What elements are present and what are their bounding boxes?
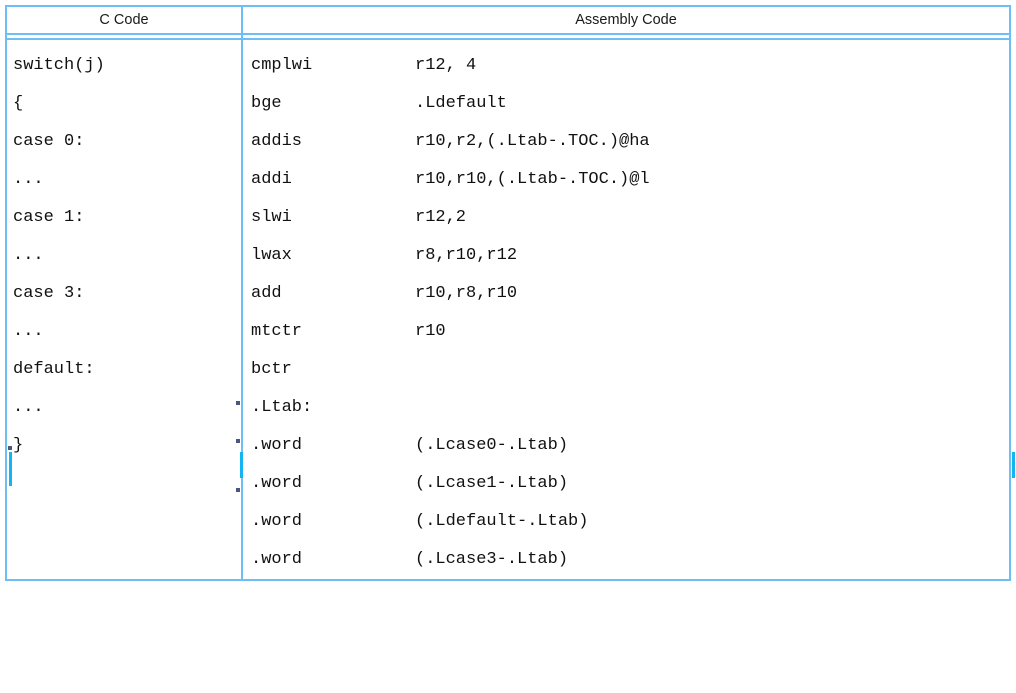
c-code-line: ... [13, 322, 44, 341]
c-code-line: ... [13, 398, 44, 417]
assembly-mnemonic: mtctr [251, 322, 303, 341]
assembly-line: addi r10,r10,(.Ltab-.TOC.)@l [243, 161, 1009, 199]
assembly-line: mtctr r10 [243, 313, 1009, 351]
assembly-mnemonic: bge [251, 94, 282, 113]
assembly-line: add r10,r8,r10 [243, 275, 1009, 313]
c-code-line: } [13, 436, 24, 455]
assembly-mnemonic: .word [251, 474, 303, 493]
assembly-line: cmplwi r12, 4 [243, 47, 1009, 85]
assembly-mnemonic: lwax [251, 246, 292, 265]
assembly-line: bctr [243, 351, 1009, 389]
table-body-row: switch(j) { case 0: ... case 1: ... case… [6, 39, 1010, 580]
header-double-rule [6, 34, 1010, 40]
c-code-line: { [13, 94, 24, 113]
column-header-c-code: C Code [6, 6, 243, 35]
assembly-operand: r10 [415, 322, 446, 341]
table-header-row: C Code Assembly Code [6, 6, 1010, 35]
c-code-line [13, 541, 241, 579]
assembly-line: .word (.Lcase0-.Ltab) [243, 427, 1009, 465]
table-body: switch(j) { case 0: ... case 1: ... case… [6, 39, 1010, 580]
assembly-line: .word (.Ldefault-.Ltab) [243, 503, 1009, 541]
assembly-line: bge .Ldefault [243, 85, 1009, 123]
assembly-operand: (.Lcase0-.Ltab) [415, 436, 569, 455]
assembly-mnemonic: addi [251, 170, 292, 189]
c-code-line: case 3: [13, 284, 85, 303]
column-header-assembly-code: Assembly Code [242, 6, 1010, 35]
assembly-operand: (.Lcase3-.Ltab) [415, 550, 569, 569]
assembly-operand: r12,2 [415, 208, 467, 227]
assembly-mnemonic: .word [251, 512, 303, 531]
header-rule-left [6, 34, 243, 40]
assembly-line: slwi r12,2 [243, 199, 1009, 237]
assembly-mnemonic: .word [251, 436, 303, 455]
table-header: C Code Assembly Code [6, 6, 1010, 40]
assembly-mnemonic: addis [251, 132, 303, 151]
assembly-mnemonic: .Ltab: [251, 398, 313, 417]
c-code-line: case 1: [13, 208, 85, 227]
header-rule-right [242, 34, 1010, 40]
assembly-operand: r12, 4 [415, 56, 477, 75]
right-border-highlight [1012, 452, 1015, 478]
assembly-line: addis r10,r2,(.Ltab-.TOC.)@ha [243, 123, 1009, 161]
assembly-line: .Ltab: [243, 389, 1009, 427]
assembly-operand: (.Ldefault-.Ltab) [415, 512, 589, 531]
assembly-line: .word (.Lcase1-.Ltab) [243, 465, 1009, 503]
code-comparison-table-wrapper: C Code Assembly Code switch(j) { case 0: [5, 5, 1015, 581]
assembly-operand: .Ldefault [415, 94, 507, 113]
c-code-cell: switch(j) { case 0: ... case 1: ... case… [6, 39, 243, 580]
assembly-operand: r8,r10,r12 [415, 246, 518, 265]
assembly-line: .word (.Lcase3-.Ltab) [243, 541, 1009, 579]
assembly-mnemonic: cmplwi [251, 56, 313, 75]
c-code-line: case 0: [13, 132, 85, 151]
assembly-operand: r10,r10,(.Ltab-.TOC.)@l [415, 170, 650, 189]
code-comparison-table: C Code Assembly Code switch(j) { case 0: [5, 5, 1011, 581]
assembly-operand: r10,r2,(.Ltab-.TOC.)@ha [415, 132, 650, 151]
assembly-mnemonic: .word [251, 550, 303, 569]
c-code-line: default: [13, 360, 95, 379]
assembly-operand: r10,r8,r10 [415, 284, 518, 303]
assembly-mnemonic: add [251, 284, 282, 303]
assembly-mnemonic: bctr [251, 360, 292, 379]
page-root: C Code Assembly Code switch(j) { case 0: [5, 5, 1015, 581]
c-code-line: switch(j) [13, 56, 105, 75]
assembly-code-cell: cmplwi r12, 4 bge .Ldefault addis r10,r2… [242, 39, 1010, 580]
c-code-lines: switch(j) { case 0: ... case 1: ... case… [7, 40, 241, 579]
c-code-line: ... [13, 246, 44, 265]
assembly-operand: (.Lcase1-.Ltab) [415, 474, 569, 493]
assembly-line: lwax r8,r10,r12 [243, 237, 1009, 275]
c-code-line [13, 465, 241, 503]
assembly-code-lines: cmplwi r12, 4 bge .Ldefault addis r10,r2… [243, 40, 1009, 579]
assembly-mnemonic: slwi [251, 208, 292, 227]
c-code-line [13, 503, 241, 541]
c-code-line: ... [13, 170, 44, 189]
